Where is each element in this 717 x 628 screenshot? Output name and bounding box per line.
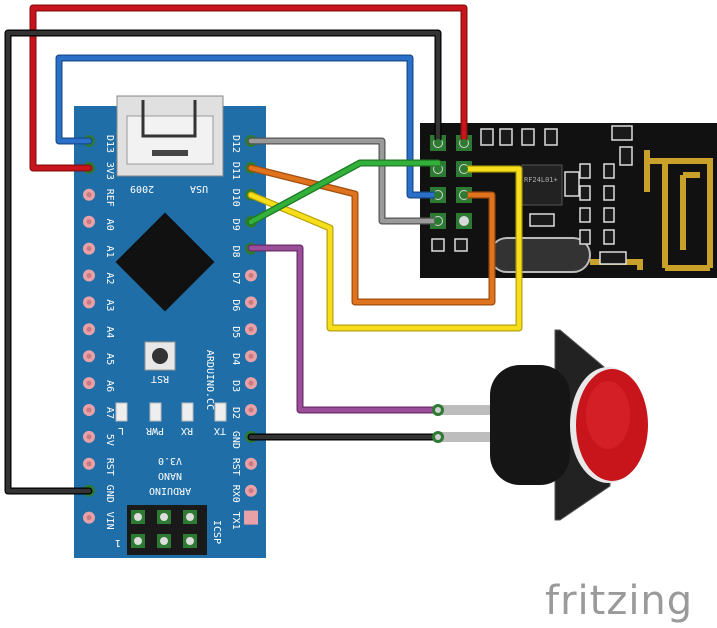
right-pin-label-d12: D12	[230, 135, 241, 153]
icsp-header	[127, 505, 207, 555]
right-pin-label-gnd: GND	[230, 431, 241, 449]
nano-pcb	[74, 106, 266, 558]
left-pin-a3-hole	[86, 299, 92, 305]
left-pin-label-d13: D13	[104, 135, 115, 153]
led-label-tx: TX	[214, 425, 226, 436]
usb-left-label: 2009	[130, 183, 154, 194]
left-pin-a7-hole	[86, 407, 92, 413]
right-pin-label-d8: D8	[230, 246, 241, 258]
left-pin-label-vin: VIN	[104, 512, 115, 530]
right-pin-label-d6: D6	[230, 299, 241, 311]
left-pin-a5-hole	[86, 353, 92, 359]
right-pin-label-d10: D10	[230, 189, 241, 207]
right-pin-label-d3: D3	[230, 380, 241, 392]
left-pin-a6-hole	[86, 380, 92, 386]
board-version: V3.0	[158, 455, 182, 466]
right-pin-d6-hole	[248, 299, 254, 305]
push-button	[490, 329, 648, 521]
status-leds	[115, 402, 227, 422]
icsp-label: ICSP	[211, 520, 222, 544]
nrf24-module: RF24L01+	[420, 123, 717, 278]
left-pin-label-a7: A7	[104, 407, 115, 419]
right-pin-label-rst: RST	[230, 458, 241, 476]
right-pin-rx0-hole	[248, 488, 254, 494]
right-pin-label-rx0: RX0	[230, 485, 241, 503]
left-pin-label-a0: A0	[104, 219, 115, 231]
right-pin-label-d9: D9	[230, 219, 241, 231]
crystal	[489, 237, 591, 273]
icsp-pin1-label: 1	[115, 537, 121, 548]
button-legs	[432, 404, 490, 443]
left-pin-label-a4: A4	[104, 326, 115, 338]
right-pin-label-d5: D5	[230, 326, 241, 338]
right-pin-d5-hole	[248, 326, 254, 332]
left-pin-a0-hole	[86, 219, 92, 225]
right-pin-tx1-pad	[244, 510, 258, 525]
wire-end-dots	[434, 139, 468, 225]
wires	[4, 4, 523, 495]
left-pin-label-a1: A1	[104, 246, 115, 258]
arduino-nano: 2009 USA RST ARDUINO.CC L PWR RX TX V3.0…	[74, 95, 266, 558]
left-pin-ref-hole	[86, 192, 92, 198]
left-pin-label-a3: A3	[104, 299, 115, 311]
left-pin-label-ref: REF	[104, 189, 115, 207]
mcu-chip	[115, 212, 215, 312]
left-pin-a4-hole	[86, 326, 92, 332]
chip-label: RF24L01+	[524, 176, 558, 184]
right-pin-d3-hole	[248, 380, 254, 386]
left-pin-vin-hole	[86, 515, 92, 521]
led-label-pwr: PWR	[145, 425, 164, 436]
right-pin-label-d7: D7	[230, 272, 241, 284]
usb-right-label: USA	[190, 183, 208, 194]
right-pin-label-d2: D2	[230, 407, 241, 419]
left-pin-a1-hole	[86, 246, 92, 252]
left-pin-label-a2: A2	[104, 272, 115, 284]
left-pin-5v-hole	[86, 434, 92, 440]
fritzing-watermark: fritzing	[545, 578, 694, 624]
rf-chip	[521, 164, 563, 206]
left-pin-rst-hole	[86, 461, 92, 467]
right-pin-rst-hole	[248, 461, 254, 467]
left-pin-label-a6: A6	[104, 380, 115, 392]
right-pin-label-d4: D4	[230, 353, 241, 365]
left-pin-a2-hole	[86, 273, 92, 278]
right-pin-d7-hole	[248, 273, 254, 278]
left-pin-label-gnd: GND	[104, 485, 115, 503]
reset-label: RST	[151, 373, 169, 384]
right-pin-d4-hole	[248, 353, 254, 359]
reset-button[interactable]	[144, 341, 176, 371]
right-pin-label-d11: D11	[230, 162, 241, 180]
right-pin-d2-hole	[248, 407, 254, 413]
left-pin-label-3v3: 3V3	[104, 162, 115, 180]
left-pin-label-rst: RST	[104, 458, 115, 476]
led-label-l: L	[118, 425, 124, 436]
usb-connector	[116, 95, 224, 177]
board-brand: ARDUINO	[149, 485, 191, 496]
left-pin-label-5v: 5V	[104, 434, 115, 446]
board-model: NANO	[158, 470, 182, 481]
smd-components	[480, 125, 633, 265]
led-label-rx: RX	[181, 425, 193, 436]
right-pin-label-tx1: TX1	[230, 512, 241, 530]
site-label: ARDUINO.CC	[204, 350, 215, 410]
left-pin-label-a5: A5	[104, 353, 115, 365]
